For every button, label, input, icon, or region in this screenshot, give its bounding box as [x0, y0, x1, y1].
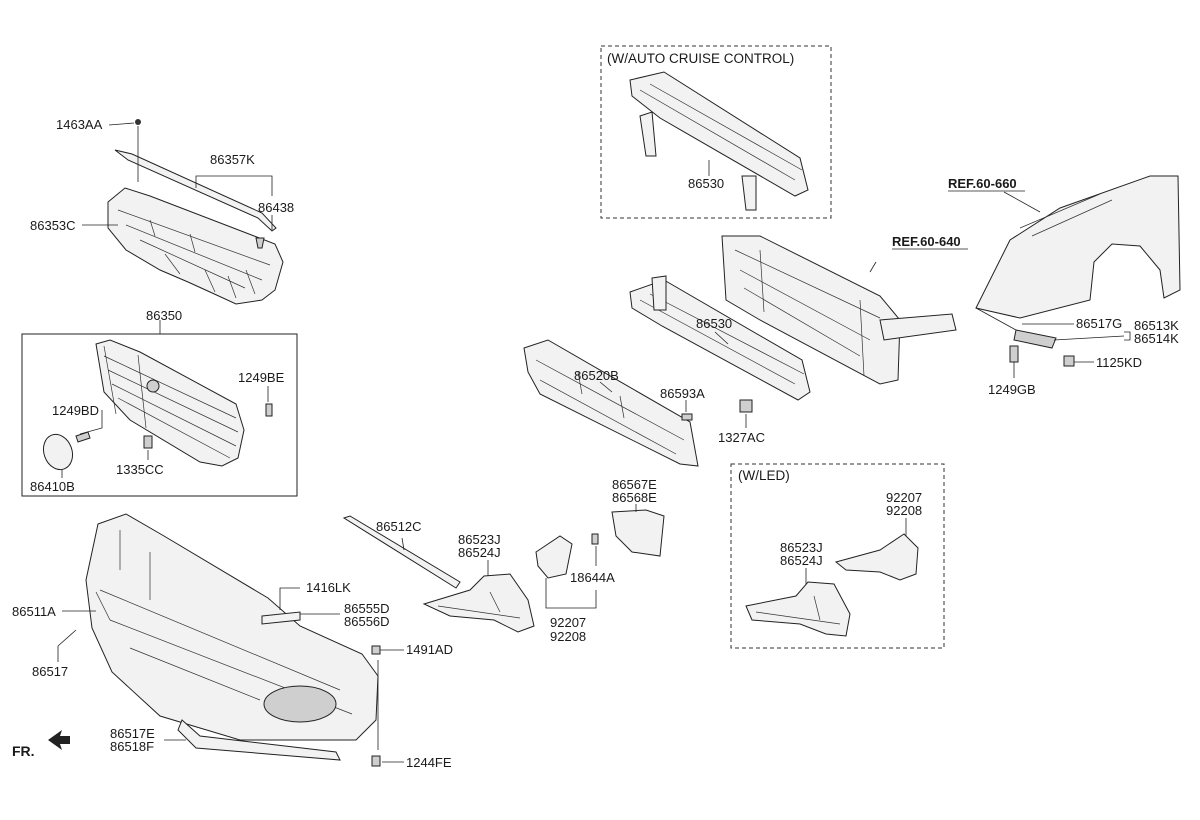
tow-hook-cover-86410b [42, 433, 74, 471]
radiator-grille-86350 [95, 339, 245, 467]
bracket-86567e [611, 509, 665, 557]
label-1249bd: 1249BD [52, 403, 99, 418]
label-86523j: 86523J [458, 532, 501, 547]
label-86512c: 86512C [376, 519, 422, 534]
clip-86593a [681, 413, 693, 421]
fender-ref-60-660 [975, 175, 1181, 319]
fog-lamp-bracket-86523j [422, 573, 535, 633]
screw-1249be [265, 403, 273, 417]
bumper-beam-86530-cruise [629, 71, 809, 211]
label-1249be: 1249BE [238, 370, 285, 385]
label-86556d: 86556D [344, 614, 390, 629]
label-86555d: 86555D [344, 601, 390, 616]
front-direction-label: FR. [12, 743, 35, 759]
label-86513k: 86513K [1134, 318, 1179, 333]
trim-strip-86357k [114, 149, 277, 232]
front-direction-arrow-icon [48, 730, 70, 750]
label-1491ad: 1491AD [406, 642, 453, 657]
cruise-control-frame-title: (W/AUTO CRUISE CONTROL) [607, 51, 794, 66]
screw-1244fe [371, 755, 381, 767]
label-86530-cruise: 86530 [688, 176, 724, 191]
label-1244fe: 1244FE [406, 755, 452, 770]
label-1327ac: 1327AC [718, 430, 765, 445]
clip-1335cc [143, 435, 153, 449]
label-86530: 86530 [696, 316, 732, 331]
label-1463aa: 1463AA [56, 117, 103, 132]
label-86410b: 86410B [30, 479, 75, 494]
lip-86517e [177, 719, 341, 761]
screw-1491ad [371, 645, 381, 655]
label-86438: 86438 [258, 200, 294, 215]
clip-86438 [255, 237, 265, 249]
label-86517g: 86517G [1076, 316, 1122, 331]
label-1125kd: 1125KD [1096, 355, 1142, 370]
clip-1463aa [135, 119, 141, 125]
fog-lamp-92207 [535, 535, 573, 579]
label-92207-led: 92207 [886, 490, 922, 505]
label-1416lk: 1416LK [306, 580, 351, 595]
led-frame-title: (W/LED) [738, 468, 790, 483]
label-86353c: 86353C [30, 218, 76, 233]
label-86520b: 86520B [574, 368, 619, 383]
label-18644a: 18644A [570, 570, 615, 585]
label-86517: 86517 [32, 664, 68, 679]
label-1249gb: 1249GB [988, 382, 1036, 397]
grille-group-frame [21, 333, 298, 497]
bolt-1125kd [1063, 355, 1075, 367]
label-86514k: 86514K [1134, 331, 1179, 346]
ref-label-60-640[interactable]: REF.60-640 [892, 234, 961, 249]
screw-1249bd [75, 431, 91, 443]
nut-1327ac [739, 399, 753, 413]
lower-grille-strip-86512c [342, 515, 461, 589]
label-86350: 86350 [146, 308, 182, 323]
energy-absorber-86520b [523, 339, 699, 467]
moulding-86555d [261, 611, 301, 625]
label-86511a: 86511A [12, 604, 56, 619]
front-bumper-cover-86511a [85, 513, 379, 741]
label-86524j-led: 86524J [780, 553, 823, 568]
bulb-18644a [591, 533, 599, 545]
led-bracket-86523j [745, 581, 851, 637]
label-92207: 92207 [550, 615, 586, 630]
label-86357k: 86357K [210, 152, 255, 167]
label-86593a: 86593A [660, 386, 705, 401]
bracket-86513k [1013, 329, 1057, 349]
led-fog-lamp-92207 [834, 533, 919, 581]
label-92208-led: 92208 [886, 503, 922, 518]
label-86518f: 86518F [110, 739, 154, 754]
label-1335cc: 1335CC [116, 462, 164, 477]
label-92208: 92208 [550, 629, 586, 644]
bolt-1249gb [1009, 345, 1019, 363]
label-86524j: 86524J [458, 545, 501, 560]
label-86568e: 86568E [612, 490, 657, 505]
led-frame [730, 463, 945, 649]
cruise-control-frame [600, 45, 832, 219]
label-86523j-led: 86523J [780, 540, 823, 555]
upper-shield-86353c [107, 187, 284, 305]
label-86567e: 86567E [612, 477, 657, 492]
ref-label-60-660[interactable]: REF.60-660 [948, 176, 1017, 191]
label-86517e: 86517E [110, 726, 155, 741]
bumper-beam-86530 [629, 275, 811, 401]
front-end-carrier [721, 235, 957, 385]
